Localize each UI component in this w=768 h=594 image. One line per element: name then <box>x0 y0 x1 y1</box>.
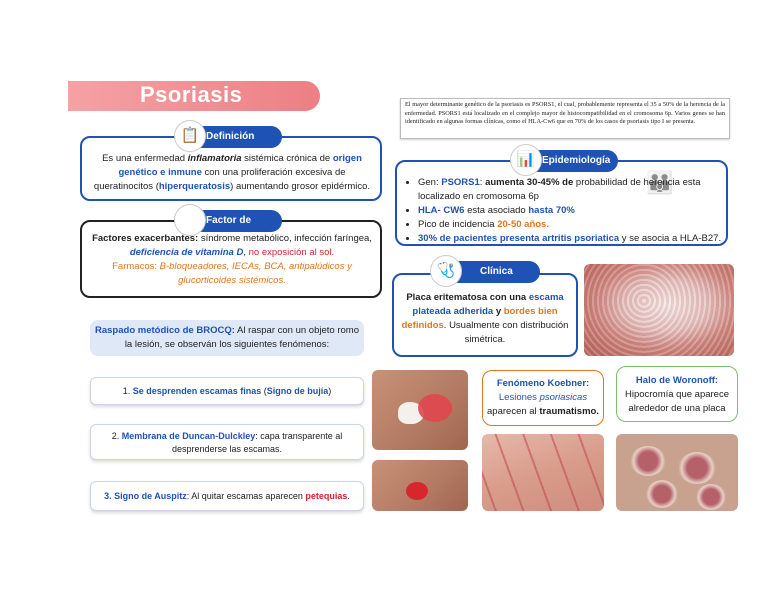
epi-item-2: HLA- CW6 esta asociado hasta 70% <box>418 204 724 218</box>
factor-box <box>80 220 382 298</box>
factor-label: Factor de riesgo <box>206 215 252 248</box>
woronoff-box <box>616 366 738 422</box>
definicion-pill: 📋 Definición <box>174 120 282 152</box>
step-2: 2. Membrana de Duncan-Dulckley: capa tra… <box>90 424 364 460</box>
clinica-pill: 🩺 Clínica <box>430 255 540 287</box>
epi-item-1: Gen: PSORS1: aumenta 30-45% de probabili… <box>418 176 724 204</box>
scale-scraping-photo <box>372 370 468 450</box>
epi-item-3: Pico de incidencia 20-50 años. <box>418 218 724 232</box>
gauge-warning-icon: ⚠ <box>174 204 206 236</box>
epidemiologia-list: Gen: PSORS1: aumenta 30-45% de probabili… <box>404 176 724 246</box>
step-1: 1. Se desprenden escamas finas (Signo de… <box>90 377 364 405</box>
clinica-text: Placa eritematosa con una escama platead… <box>401 292 569 345</box>
genetics-note: El mayor determinante genético de la pso… <box>400 98 730 139</box>
koebner-box <box>482 370 604 426</box>
title-banner <box>68 81 320 111</box>
factor-pill: ⚠ Factor de riesgo <box>174 204 282 248</box>
koebner-photo <box>482 434 604 511</box>
stethoscope-icon: 🩺 <box>430 255 462 287</box>
step-3: 3. Signo de Auspitz: Al quitar escamas a… <box>90 481 364 511</box>
definicion-text: Es una enfermedad inflamatoria sistémica… <box>93 153 371 192</box>
epidemiologia-pill: 📊 Epidemiología <box>510 144 618 176</box>
brocq-box <box>90 320 364 356</box>
auspitz-sign-photo <box>372 460 468 511</box>
koebner-text: Fenómeno Koebner: Lesiones psoriasicas a… <box>487 378 599 417</box>
chart-board-icon: 📊 <box>510 144 542 176</box>
woronoff-text: Halo de Woronoff: Hipocromía que aparece… <box>624 375 730 414</box>
clinica-label: Clínica <box>480 266 513 277</box>
epidemiologia-label: Epidemiología <box>542 155 611 166</box>
page-title: Psoriasis <box>140 82 243 107</box>
woronoff-photo <box>616 434 738 511</box>
family-tree-icon: 👪 <box>646 170 674 195</box>
factor-text: Factores exacerbantes: síndrome metabóli… <box>92 233 372 286</box>
definicion-label: Definición <box>206 131 255 142</box>
psoriasis-plaque-photo <box>584 264 734 356</box>
clipboard-icon: 📋 <box>174 120 206 152</box>
epi-item-4: 30% de pacientes presenta artritis psori… <box>418 232 724 246</box>
brocq-text: Raspado metódico de BROCQ: Al raspar con… <box>95 325 359 350</box>
